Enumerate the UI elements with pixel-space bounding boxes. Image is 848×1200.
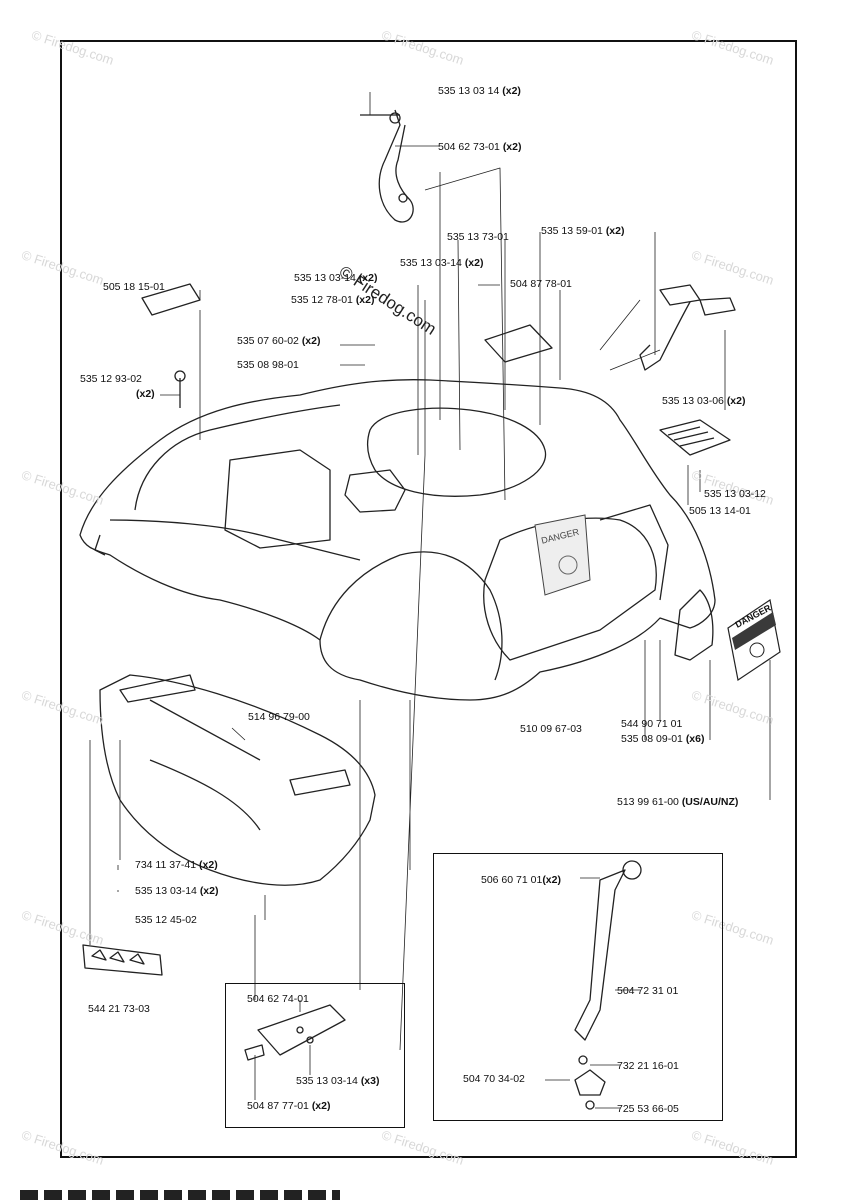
part-label: 535 08 09-01 (x6) xyxy=(621,733,705,745)
part-label: 514 96 79-00 xyxy=(248,711,310,723)
inset-box-bracket xyxy=(225,983,405,1128)
part-label: (x2) xyxy=(136,388,155,400)
bottom-strip xyxy=(20,1190,340,1200)
hinge-handle xyxy=(360,109,414,223)
part-label: 504 62 74-01 xyxy=(247,993,309,1005)
part-label: 510 09 67-03 xyxy=(520,723,582,735)
part-label: 544 21 73-03 xyxy=(88,1003,150,1015)
part-label: 504 62 73-01 (x2) xyxy=(438,141,522,153)
part-label: 535 13 03-06 (x2) xyxy=(662,395,746,407)
part-label: 535 13 03 14 (x2) xyxy=(438,85,521,97)
part-label: 725 53 66-05 xyxy=(617,1103,679,1115)
part-label: 504 72 31 01 xyxy=(617,985,679,997)
part-label: 513 99 61-00 (US/AU/NZ) xyxy=(617,796,739,808)
part-label: 506 60 71 01(x2) xyxy=(481,874,561,886)
inset-box-strut xyxy=(433,853,723,1121)
part-label: 505 13 14-01 xyxy=(689,505,751,517)
part-label: 504 70 34-02 xyxy=(463,1073,525,1085)
part-label: 535 13 03-14 (x2) xyxy=(400,257,484,269)
danger-decal-body xyxy=(534,514,591,596)
part-label: 732 21 16-01 xyxy=(617,1060,679,1072)
body-shell xyxy=(79,379,716,701)
hood-strut xyxy=(574,869,626,1041)
part-label: 734 11 37-41 (x2) xyxy=(135,859,218,871)
front-bumper xyxy=(99,674,376,886)
part-label: 535 13 03-14 (x2) xyxy=(135,885,219,897)
part-label: 505 18 15-01 xyxy=(103,281,165,293)
side-panel xyxy=(674,589,714,661)
part-label: 535 13 73-01 xyxy=(447,231,509,243)
diagram-frame xyxy=(60,40,797,1158)
part-label: 535 12 78-01 (x2) xyxy=(291,294,375,306)
decal-center xyxy=(484,324,553,363)
decal-bottom xyxy=(82,944,163,976)
part-label: 535 07 60-02 (x2) xyxy=(237,335,321,347)
bracket-right xyxy=(639,284,701,371)
part-label: 535 13 03-14 (x3) xyxy=(296,1075,380,1087)
part-label: 544 90 71 01 xyxy=(621,718,683,730)
part-label: 535 13 03-12 xyxy=(704,488,766,500)
grill-cover xyxy=(659,419,731,456)
part-label: 504 87 78-01 xyxy=(510,278,572,290)
part-label: 535 12 45-02 xyxy=(135,914,197,926)
part-label: 535 12 93-02 xyxy=(80,373,142,385)
part-label: 504 87 77-01 (x2) xyxy=(247,1100,331,1112)
danger-decal-right xyxy=(727,598,781,682)
part-label: 535 13 59-01 (x2) xyxy=(541,225,625,237)
part-label: 535 13 03-14 (x2) xyxy=(294,272,378,284)
part-label: 535 08 98-01 xyxy=(237,359,299,371)
hinge-bracket xyxy=(257,1004,346,1056)
